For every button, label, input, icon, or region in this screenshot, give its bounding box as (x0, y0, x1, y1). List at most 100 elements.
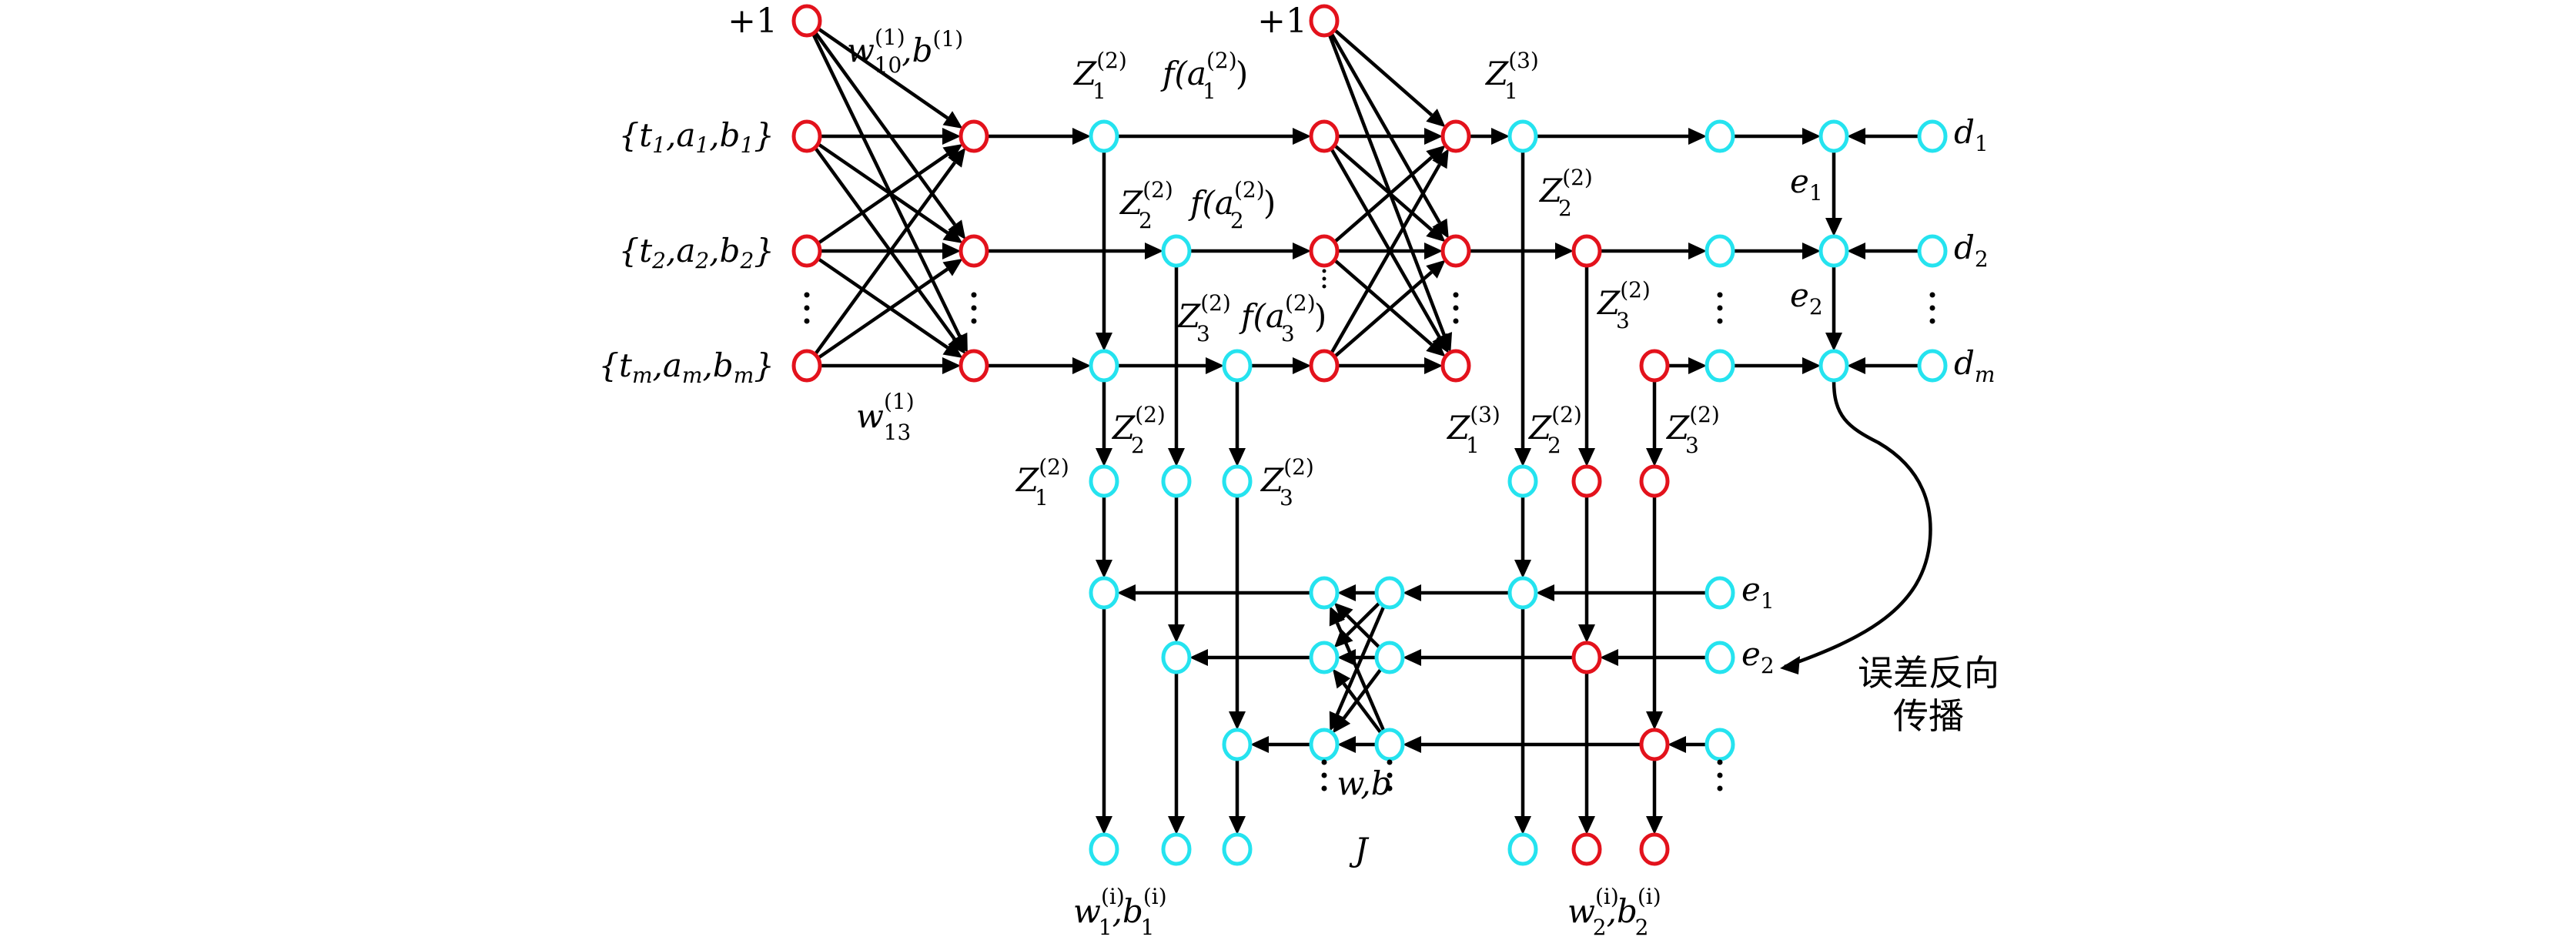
arrowhead-err_2-to-err_m (1825, 333, 1842, 351)
node-rz2 (1571, 464, 1602, 498)
arrowhead-z3_r3-to-lz3 (1229, 448, 1246, 467)
arrowhead-h1_m-to-z1_r3 (1072, 357, 1091, 374)
edge-h2_m-to-o_1 (1330, 163, 1441, 355)
arrowhead-in_m-to-h1_1 (948, 147, 966, 168)
arrowhead-wb_bm-to-wb_am (1337, 736, 1356, 753)
arrowhead-d_2-to-err_2 (1847, 243, 1865, 259)
edge-in_bias-to-h1_m (811, 32, 962, 337)
arrowhead-in_m-to-h1_m (942, 357, 961, 374)
arrowhead-h2_2-to-o_2 (1424, 243, 1443, 259)
edge-h2_bias-to-o_m (1327, 33, 1446, 336)
output-label-w2-b2: w(i)2,b(i)2 (1567, 884, 1661, 940)
edge-wb_b2-to-wb_a1 (1346, 614, 1381, 650)
edge-in_1-to-h1_2 (817, 142, 949, 235)
label-f-a1: f(a(2)1) (1160, 48, 1248, 104)
node-y_1 (1705, 119, 1735, 153)
arrowhead-h2_1-to-o_2 (1426, 223, 1446, 243)
node-err_2 (1818, 234, 1849, 268)
node-rz1 (1507, 464, 1538, 498)
edge-wb_b2-to-wb_am (1342, 668, 1383, 720)
node-y_m (1705, 349, 1735, 383)
input-label-2: {t2,a2,b2} (619, 232, 774, 273)
node-z31_r1 (1507, 119, 1538, 153)
node-b_r1 (1507, 576, 1538, 610)
arrowhead-wb_b2-to-wb_am (1332, 713, 1351, 734)
arrowhead-lz3-to-b_l3 (1229, 711, 1246, 730)
label-z1-3-lower-right: Z(3)1 (1446, 402, 1500, 458)
arrowhead-e_in2-to-b_r2 (1600, 649, 1618, 666)
arrowhead-h2_m-to-o_1 (1432, 148, 1449, 169)
node-b_r2 (1571, 641, 1602, 674)
node-wb_b1 (1374, 576, 1405, 610)
arrowhead-h2_bias-to-o_2 (1432, 218, 1449, 239)
arrowhead-h1_1-to-z1_r1 (1072, 128, 1091, 145)
arrowhead-h2_2-to-o_m (1426, 338, 1446, 357)
input-label-m: {tm,am,bm} (598, 346, 774, 388)
arrowhead-h2_m-to-o_2 (1426, 259, 1446, 279)
arrowhead-y_1-to-err_1 (1802, 128, 1821, 145)
edge-in_m-to-h1_1 (813, 161, 956, 356)
node-wb_a2 (1309, 641, 1340, 674)
arrowhead-lz1-to-b_l1 (1096, 560, 1112, 578)
bias-label-hidden: +1 (1257, 2, 1307, 41)
ellipsis-icon (1717, 759, 1723, 791)
arrowhead-y_2-to-err_2 (1802, 243, 1821, 259)
ellipsis-icon (1929, 292, 1935, 324)
arrowhead-b_l2-to-out_l2 (1168, 816, 1185, 835)
node-wb_a1 (1309, 576, 1340, 610)
weights-bias-label: w,b (1337, 765, 1391, 802)
arrowhead-z23_r3-to-y_m (1688, 357, 1707, 374)
edge-h2_2-to-o_m (1333, 258, 1433, 346)
arrowhead-d_m-to-err_m (1847, 357, 1865, 374)
arrowhead-d_1-to-err_1 (1847, 128, 1865, 145)
arrowhead-e_inm-to-b_r3 (1668, 736, 1686, 753)
arrowhead-wb_b1-to-wb_a1 (1337, 584, 1356, 601)
arrowhead-lz2-to-b_l2 (1168, 624, 1185, 643)
arrowhead-in_bias-to-h1_1 (942, 111, 963, 129)
arrowhead-h2_bias-to-o_1 (1426, 109, 1446, 128)
nodes-layer (791, 4, 1948, 866)
arrowhead-z22_r2-to-rz2 (1578, 448, 1595, 467)
arrowhead-in_1-to-h1_2 (942, 226, 963, 244)
node-d_1 (1917, 119, 1948, 153)
node-out_r2 (1571, 832, 1602, 866)
arrowhead-b_r3-to-wb_bm (1403, 736, 1421, 753)
arrowhead-b_r3-to-out_r3 (1646, 816, 1663, 835)
arrowhead-wb_bm-to-wb_a1 (1329, 606, 1345, 627)
node-z1_r1 (1089, 119, 1119, 153)
node-o_m (1440, 349, 1471, 383)
ellipsis-icon (1453, 292, 1459, 324)
node-lz3 (1222, 464, 1253, 498)
label-z1-2-top: Z(2)1 (1072, 48, 1127, 104)
edge-h2_m-to-o_2 (1333, 270, 1433, 359)
node-b_l3 (1222, 728, 1253, 761)
ellipsis-icon (1717, 292, 1723, 324)
edge-h2_1-to-o_m (1330, 147, 1441, 339)
edge-in_2-to-h1_m (817, 257, 949, 350)
edge-wb_bm-to-wb_a2 (1342, 682, 1383, 735)
node-h2_2 (1309, 234, 1340, 268)
arrowhead-z31_r1-to-rz1 (1514, 448, 1531, 467)
label-e1-bottom: e1 (1741, 571, 1775, 614)
node-d_2 (1917, 234, 1948, 268)
ellipsis-icon (1387, 759, 1393, 791)
arrowhead-z2_r2-to-lz2 (1168, 448, 1185, 467)
ellipsis-icon (1321, 759, 1327, 791)
node-e_inm (1705, 728, 1735, 761)
weight-label-w13: w(1)13 (856, 389, 915, 445)
arrowhead-rz3-to-b_r3 (1646, 711, 1663, 730)
arrowhead-z1_r1-to-h2_1 (1293, 128, 1311, 145)
arrowhead-in_bias-to-h1_2 (948, 219, 966, 240)
node-in_2 (791, 234, 822, 268)
arrowhead-in_2-to-h1_1 (942, 143, 963, 162)
backprop-arrowhead (1780, 656, 1800, 674)
arrowhead-wb_a1-to-b_l1 (1117, 584, 1136, 601)
arrowhead-z1_r3-to-lz1 (1096, 448, 1112, 467)
node-in_bias (791, 4, 822, 38)
arrowhead-o_2-to-z22_r2 (1555, 243, 1574, 259)
arrowhead-b_r1-to-out_r1 (1514, 816, 1531, 835)
arrowhead-in_1-to-h1_m (948, 334, 966, 355)
node-out_r3 (1639, 832, 1670, 866)
label-f-a2: f(a(2)2) (1188, 177, 1276, 233)
